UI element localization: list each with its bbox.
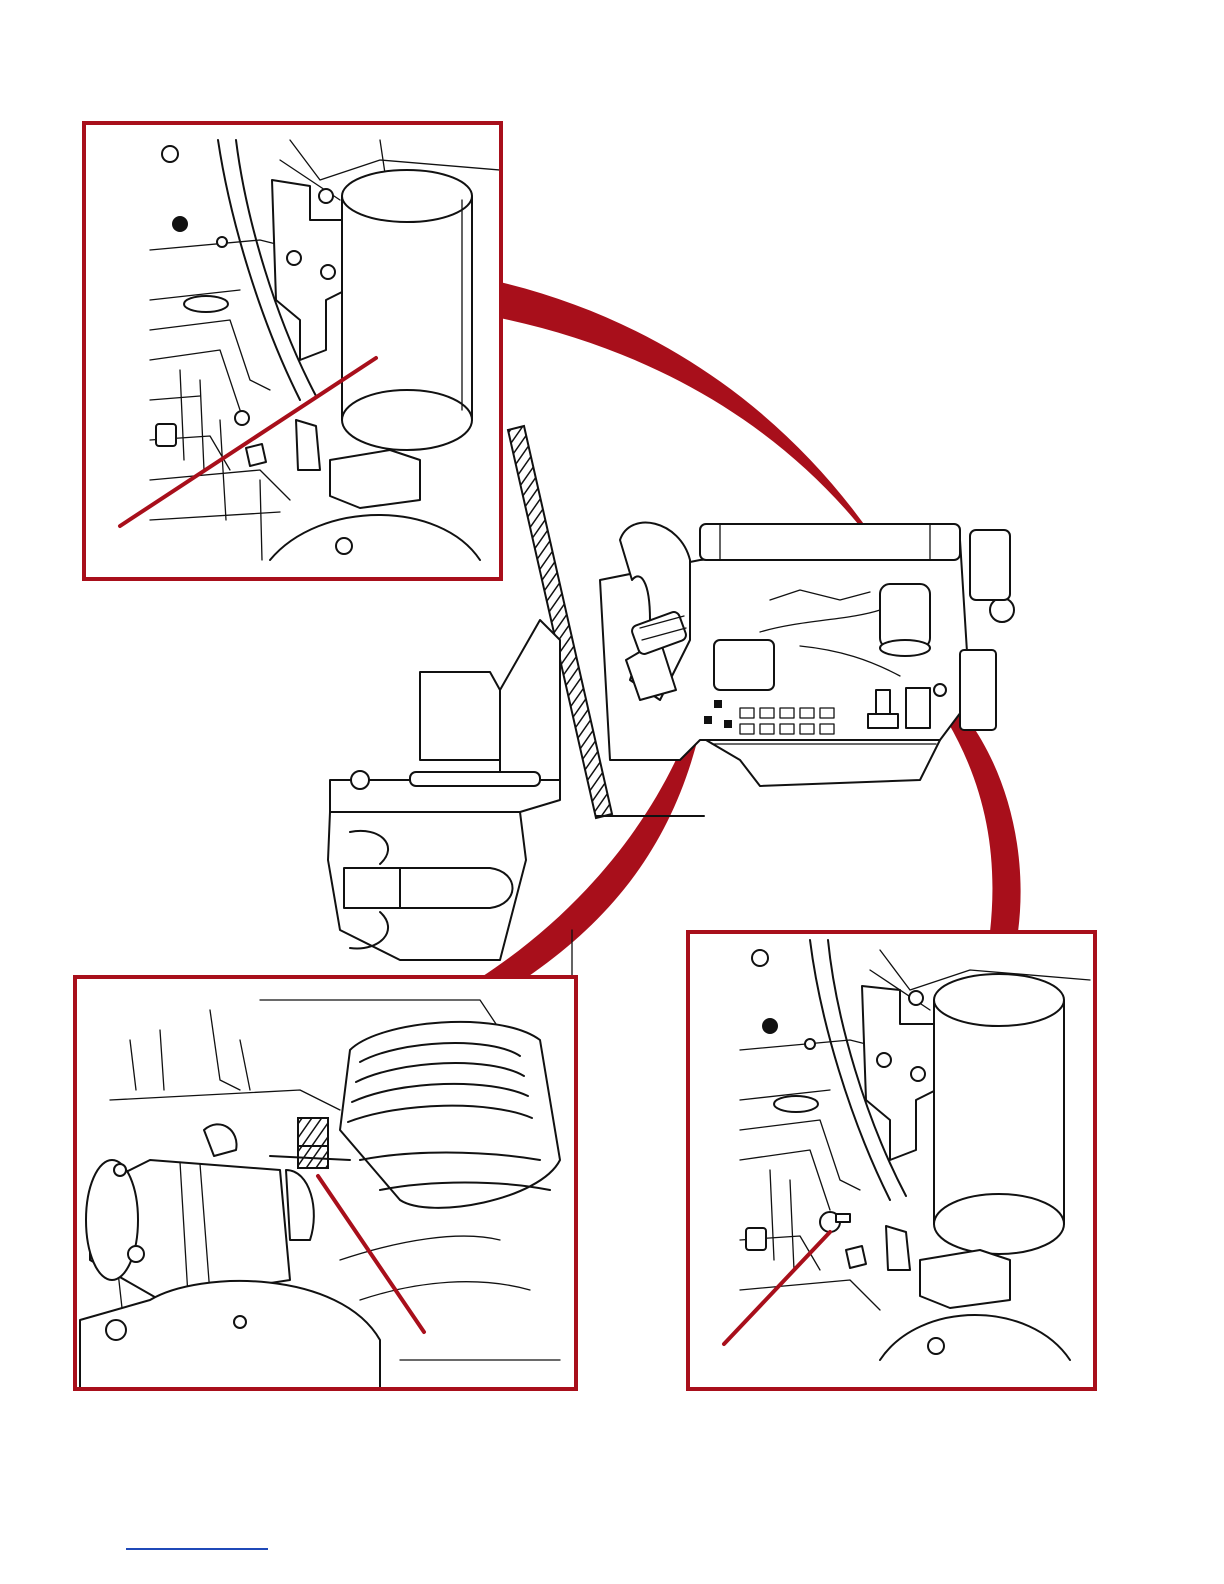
fuel-filter-canister bbox=[342, 170, 472, 450]
detail-panel-top-left bbox=[84, 123, 501, 579]
engine-block bbox=[600, 523, 1014, 786]
detail-panel-bottom-left bbox=[75, 977, 576, 1390]
bolt-head bbox=[162, 146, 178, 162]
bolt-head bbox=[752, 950, 768, 966]
bolt-head-dark bbox=[762, 1018, 778, 1034]
fuel-filter-canister bbox=[934, 974, 1064, 1254]
footer-link-underline[interactable] bbox=[126, 1548, 268, 1550]
detail-panel-bottom-right bbox=[688, 932, 1095, 1389]
bolt-head-dark bbox=[172, 216, 188, 232]
